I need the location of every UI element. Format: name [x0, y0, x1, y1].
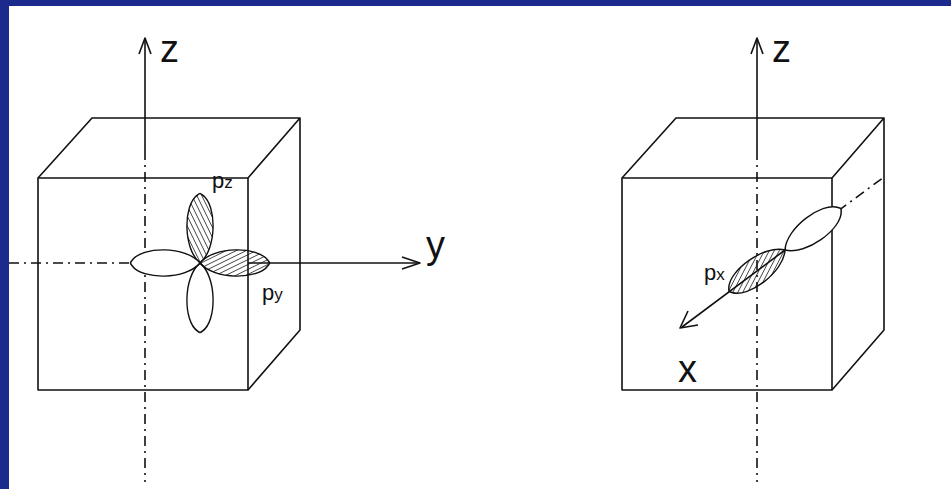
orbital-lobe [200, 250, 270, 276]
cube-edges [622, 118, 884, 390]
orbital-lobe [777, 198, 848, 260]
orbital-lobe [187, 263, 213, 333]
orbital-label: pz [212, 170, 233, 192]
arrow-head [751, 38, 763, 54]
arrow-head [139, 38, 151, 54]
z-axis-dashed [144, 150, 146, 482]
z-axis [144, 40, 146, 150]
orbital-lobe [131, 250, 201, 276]
orbital-label: py [262, 282, 283, 304]
arrow-head [680, 311, 698, 328]
orbital-lobe [721, 239, 792, 301]
p-orbitals [131, 194, 849, 333]
z-axis [756, 40, 758, 150]
cube-front [622, 178, 832, 390]
axis-label: z [772, 30, 791, 68]
drawing-area: z pz py y z px x [9, 6, 951, 489]
z-axis-dashed [756, 150, 758, 482]
orbital-illustration [9, 6, 951, 489]
arrow-head [402, 257, 420, 269]
axis-label: z [160, 30, 179, 68]
axis-label: x [678, 350, 697, 388]
orbital-label: px [704, 262, 725, 284]
cube-edges [38, 118, 300, 390]
cube-front [38, 178, 248, 390]
orbital-lobe [187, 194, 213, 264]
axis-label: y [426, 226, 445, 264]
y-axis [248, 262, 418, 264]
